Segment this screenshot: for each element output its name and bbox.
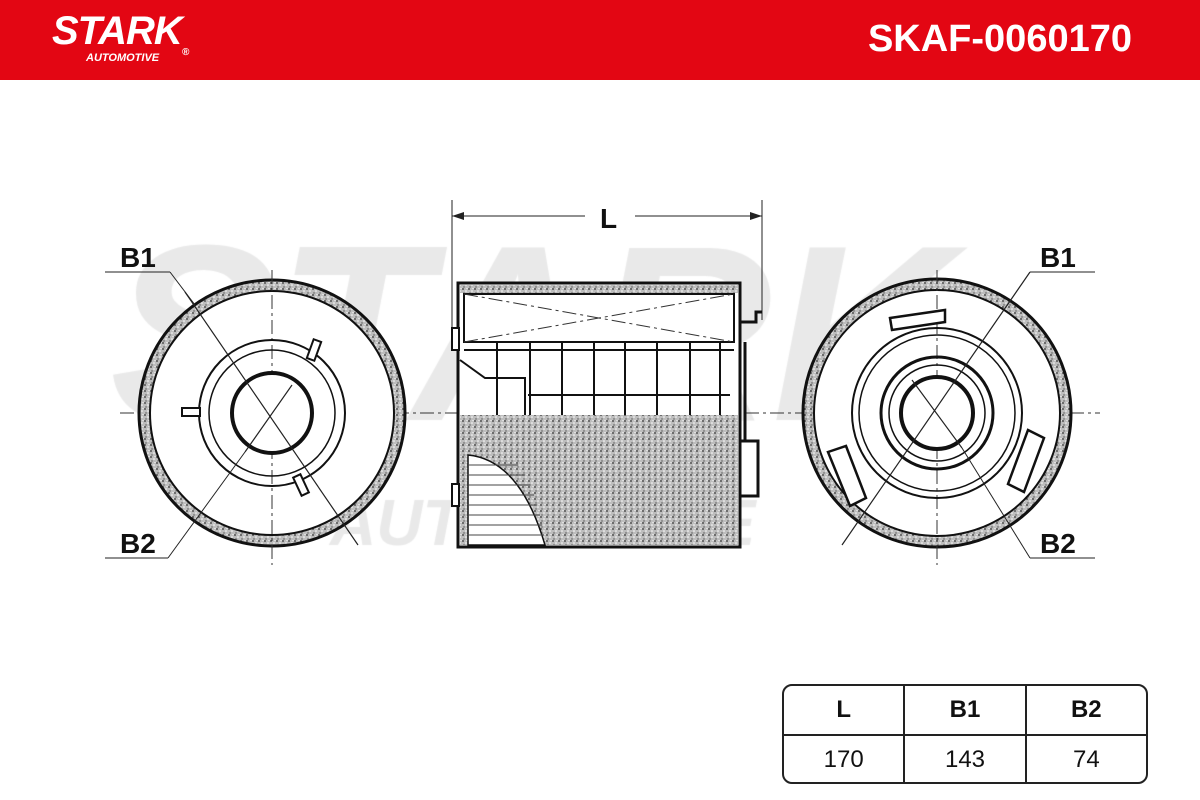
technical-drawing: B1 B2 xyxy=(105,200,1100,565)
right-end-view xyxy=(801,270,1095,565)
header-b2: B2 xyxy=(1024,686,1146,734)
right-b2-label: B2 xyxy=(1040,528,1076,559)
length-label: L xyxy=(600,203,617,234)
left-b1-label: B1 xyxy=(120,242,156,273)
value-b2: 74 xyxy=(1024,736,1146,782)
logo-sub: AUTOMOTIVE xyxy=(86,52,160,64)
logo-registered: ® xyxy=(181,47,189,58)
dimensions-header-row: L B1 B2 xyxy=(784,686,1146,736)
right-b1-label: B1 xyxy=(1040,242,1076,273)
left-end-view xyxy=(105,270,407,565)
header-b1: B1 xyxy=(903,686,1024,734)
side-view xyxy=(451,200,763,549)
value-b1: 143 xyxy=(903,736,1024,782)
header-l: L xyxy=(836,696,851,723)
value-l: 170 xyxy=(823,746,864,773)
logo-brand: STARK xyxy=(52,9,183,53)
left-b2-label: B2 xyxy=(120,528,156,559)
part-number-title: SKAF-0060170 xyxy=(867,18,1132,60)
dimensions-table: L B1 B2 170 143 74 xyxy=(782,684,1148,784)
dimensions-value-row: 170 143 74 xyxy=(784,736,1146,782)
header-bar: STARK® AUTOMOTIVE SKAF-0060170 xyxy=(0,0,1200,80)
stark-logo: STARK® AUTOMOTIVE xyxy=(52,9,189,64)
